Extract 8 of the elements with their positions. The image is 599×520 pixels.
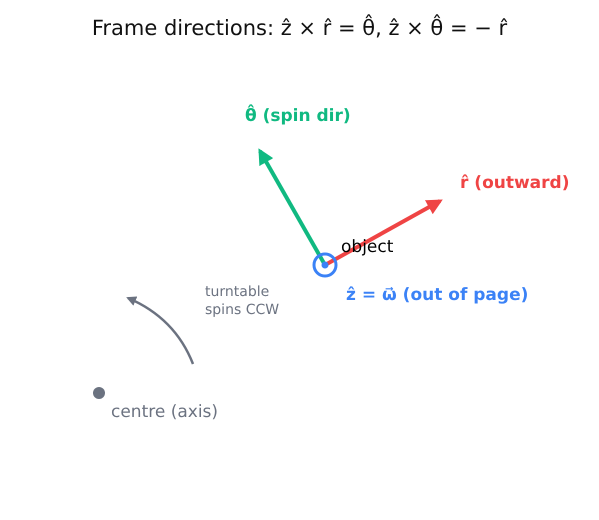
object-marker xyxy=(312,252,338,278)
title: Frame directions: ẑ × r̂ = θ̂, ẑ × θ̂ = − r̂ xyxy=(90,16,508,42)
vector-label: θ̂ (spin dir) xyxy=(245,106,351,126)
centre-label: centre (axis) xyxy=(111,402,218,422)
rotation-note: turntable spins CCW xyxy=(205,284,280,319)
vector-label: ẑ = ω⃗ (out of page) xyxy=(346,285,528,306)
centre-dot xyxy=(93,387,105,399)
vector-label: r̂ (outward) xyxy=(460,173,570,194)
